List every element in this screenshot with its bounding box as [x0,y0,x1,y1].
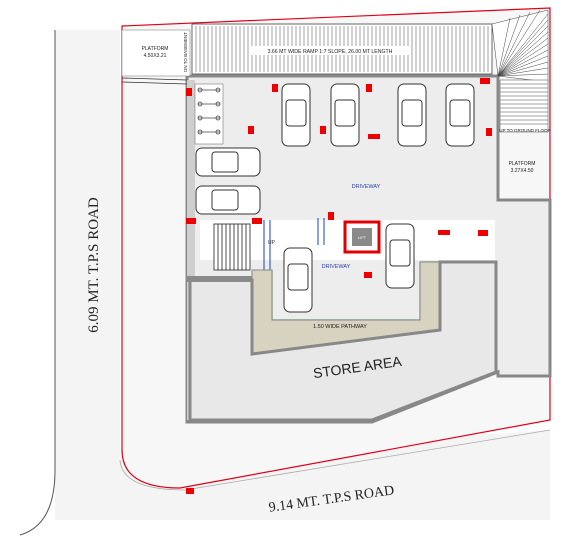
car-icon [195,185,261,215]
driveway-bottom-label: DRIVEWAY [322,264,351,270]
columns [186,78,492,494]
platform-top-size: 4.50X3.21 [144,53,167,59]
car-icon [281,83,311,147]
car-icon [385,223,415,289]
car-icon [445,83,475,147]
platform-right-size: 3.27X4.50 [511,168,534,174]
left-wall [187,80,195,420]
up-label: UP [268,240,276,246]
platform-top-label: PLATFORM [142,46,169,52]
store-area [188,260,498,422]
left-road-label: 6.09 MT. T.P.S ROAD [86,197,102,333]
road-area [55,30,550,520]
ramp-label: 3.66 MT WIDE RAMP 1:7 SLOPE, 26.00 MT LE… [268,49,393,55]
car-icon [283,247,313,313]
dn-to-basement-label: DN TO BASEMENT [183,32,188,72]
platform-top [121,29,191,77]
car-icon [397,83,427,147]
lift-cabin [352,228,372,246]
pathway-label: 1.50 WIDE PATHWAY [313,324,367,330]
car-icon [330,83,360,147]
road-edge-left [19,30,56,536]
up-to-ground-label: UP TO GROUND FLOOR [499,128,551,133]
lift-label: LIFT [358,235,367,240]
platform-right-label: PLATFORM [509,161,536,167]
two-wheeler-icon [197,87,221,135]
ramp-hatch [195,26,489,72]
car-icon [195,147,261,177]
inner-wall [187,276,252,282]
side-ramp [499,79,549,133]
two-wheeler-parking [194,83,224,145]
staircase-icon [213,223,251,271]
blue-partitions [263,218,325,270]
driveway-top-label: DRIVEWAY [352,184,381,190]
